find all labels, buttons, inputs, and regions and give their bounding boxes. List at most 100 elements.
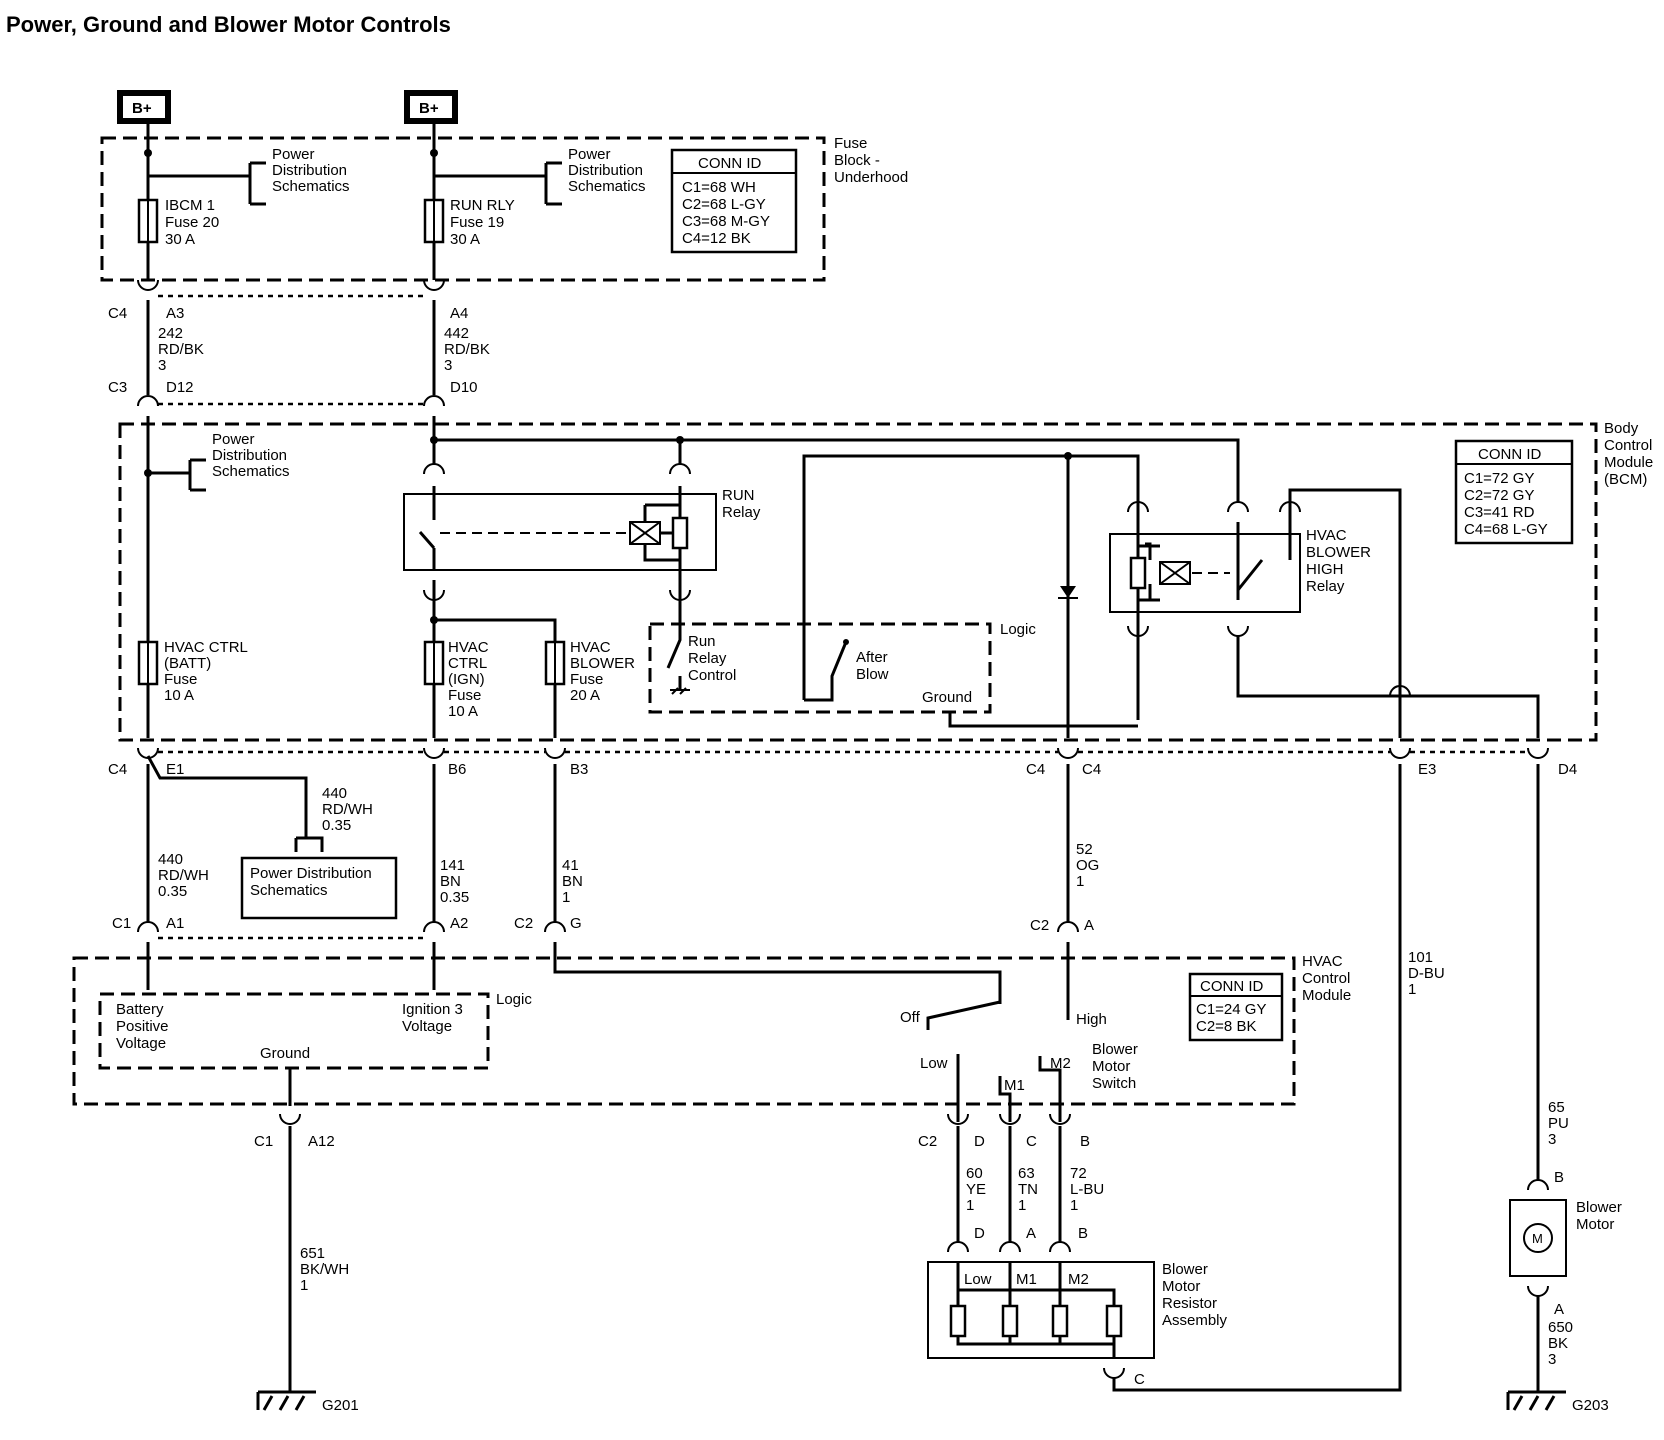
svg-text:HVAC: HVAC bbox=[1302, 953, 1343, 970]
svg-text:A3: A3 bbox=[166, 305, 184, 322]
svg-text:C4: C4 bbox=[108, 305, 127, 322]
svg-text:440: 440 bbox=[322, 785, 347, 802]
pds-label-3: Power bbox=[212, 431, 255, 448]
svg-text:Motor: Motor bbox=[1576, 1216, 1614, 1233]
svg-text:30 A: 30 A bbox=[450, 231, 480, 248]
svg-text:M1: M1 bbox=[1016, 1271, 1037, 1288]
svg-text:E1: E1 bbox=[166, 761, 184, 778]
svg-text:Relay: Relay bbox=[1306, 578, 1345, 595]
svg-text:A1: A1 bbox=[166, 915, 184, 932]
svg-text:BN: BN bbox=[440, 873, 461, 890]
svg-text:1: 1 bbox=[300, 1277, 308, 1294]
svg-text:HIGH: HIGH bbox=[1306, 561, 1344, 578]
svg-text:Fuse: Fuse bbox=[448, 687, 481, 704]
svg-text:C2: C2 bbox=[918, 1133, 937, 1150]
svg-text:B: B bbox=[1080, 1133, 1090, 1150]
svg-text:Battery: Battery bbox=[116, 1001, 164, 1018]
wire-651-label: 651 bbox=[300, 1245, 325, 1262]
svg-text:Relay: Relay bbox=[722, 504, 761, 521]
svg-text:Assembly: Assembly bbox=[1162, 1312, 1228, 1329]
svg-text:3: 3 bbox=[1548, 1131, 1556, 1148]
svg-text:HVAC: HVAC bbox=[570, 639, 611, 656]
battery-supply-left: B+ bbox=[117, 90, 171, 124]
svg-text:C: C bbox=[1026, 1133, 1037, 1150]
svg-text:0.35: 0.35 bbox=[440, 889, 469, 906]
svg-text:C4=68 L-GY: C4=68 L-GY bbox=[1464, 521, 1548, 538]
svg-text:10 A: 10 A bbox=[448, 703, 478, 720]
svg-text:M2: M2 bbox=[1068, 1271, 1089, 1288]
svg-text:Schematics: Schematics bbox=[250, 882, 328, 899]
wire-60-label: 60 bbox=[966, 1165, 983, 1182]
svg-text:C1=24 GY: C1=24 GY bbox=[1196, 1001, 1266, 1018]
svg-text:BK/WH: BK/WH bbox=[300, 1261, 349, 1278]
svg-text:1: 1 bbox=[1070, 1197, 1078, 1214]
svg-text:Fuse: Fuse bbox=[570, 671, 603, 688]
svg-text:C2: C2 bbox=[1030, 917, 1049, 934]
svg-text:Module: Module bbox=[1302, 987, 1351, 1004]
wire-242-label: 242 bbox=[158, 325, 183, 342]
svg-text:A: A bbox=[1084, 917, 1094, 934]
pds-box: Power Distribution Schematics bbox=[240, 856, 398, 920]
svg-text:Blow: Blow bbox=[856, 666, 889, 683]
run-relay: RUN Relay bbox=[403, 463, 761, 601]
svg-text:Body: Body bbox=[1604, 420, 1639, 437]
svg-text:Relay: Relay bbox=[688, 650, 727, 667]
svg-text:CTRL: CTRL bbox=[448, 655, 487, 672]
hvac-control-module: HVAC Control Module bbox=[72, 953, 1351, 1106]
svg-text:TN: TN bbox=[1018, 1181, 1038, 1198]
pds-label-1: Power bbox=[272, 146, 315, 163]
fuse-block-underhood: Fuse Block - Underhood CONN ID C1=68 WH … bbox=[100, 135, 908, 282]
svg-text:10 A: 10 A bbox=[164, 687, 194, 704]
svg-text:Control: Control bbox=[1302, 970, 1350, 987]
blower-motor-switch: Off High Low M1 M2 Blower Motor Switch bbox=[900, 1000, 1138, 1122]
diagram-title: Power, Ground and Blower Motor Controls bbox=[6, 12, 451, 37]
svg-text:C1=72 GY: C1=72 GY bbox=[1464, 470, 1534, 487]
svg-text:A2: A2 bbox=[450, 915, 468, 932]
svg-text:C2: C2 bbox=[514, 915, 533, 932]
svg-text:PU: PU bbox=[1548, 1115, 1569, 1132]
svg-text:Schematics: Schematics bbox=[568, 178, 646, 195]
svg-text:RD/BK: RD/BK bbox=[158, 341, 204, 358]
svg-text:C4: C4 bbox=[108, 761, 127, 778]
svg-text:C1: C1 bbox=[254, 1133, 273, 1150]
svg-text:M1: M1 bbox=[1004, 1077, 1025, 1094]
svg-text:D-BU: D-BU bbox=[1408, 965, 1445, 982]
svg-text:C3: C3 bbox=[108, 379, 127, 396]
svg-text:CONN ID: CONN ID bbox=[1478, 446, 1542, 463]
svg-text:BK: BK bbox=[1548, 1335, 1568, 1352]
svg-text:C1: C1 bbox=[112, 915, 131, 932]
svg-text:Positive: Positive bbox=[116, 1018, 169, 1035]
wire-440-label: 440 bbox=[158, 851, 183, 868]
svg-text:M: M bbox=[1532, 1231, 1543, 1246]
svg-text:BLOWER: BLOWER bbox=[570, 655, 635, 672]
svg-text:A12: A12 bbox=[308, 1133, 335, 1150]
hvac-conn-id-table: CONN ID C1=24 GY C2=8 BK bbox=[1188, 972, 1284, 1042]
svg-text:Distribution: Distribution bbox=[568, 162, 643, 179]
svg-text:HVAC CTRL: HVAC CTRL bbox=[164, 639, 248, 656]
ground-g203: G203 bbox=[1506, 1390, 1609, 1414]
svg-text:G: G bbox=[570, 915, 582, 932]
svg-text:G203: G203 bbox=[1572, 1397, 1609, 1414]
svg-text:CONN ID: CONN ID bbox=[698, 155, 762, 172]
svg-text:High: High bbox=[1076, 1011, 1107, 1028]
ground-g201: G201 bbox=[256, 1390, 359, 1414]
fuse-block-conn-id-table: CONN ID C1=68 WH C2=68 L-GY C3=68 M-GY C… bbox=[670, 148, 798, 254]
svg-text:CONN ID: CONN ID bbox=[1200, 978, 1264, 995]
svg-text:Logic: Logic bbox=[1000, 621, 1036, 638]
svg-text:IBCM 1: IBCM 1 bbox=[165, 197, 215, 214]
svg-text:1: 1 bbox=[1018, 1197, 1026, 1214]
svg-text:RUN: RUN bbox=[722, 487, 755, 504]
svg-text:Blower: Blower bbox=[1092, 1041, 1138, 1058]
svg-text:3: 3 bbox=[158, 357, 166, 374]
svg-text:C4=12 BK: C4=12 BK bbox=[682, 230, 751, 247]
svg-text:D: D bbox=[974, 1133, 985, 1150]
svg-text:C4: C4 bbox=[1082, 761, 1101, 778]
svg-text:C2=68 L-GY: C2=68 L-GY bbox=[682, 196, 766, 213]
svg-text:Blower: Blower bbox=[1576, 1199, 1622, 1216]
svg-text:Schematics: Schematics bbox=[212, 463, 290, 480]
svg-text:(IGN): (IGN) bbox=[448, 671, 485, 688]
svg-text:BLOWER: BLOWER bbox=[1306, 544, 1371, 561]
svg-text:Control: Control bbox=[1604, 437, 1652, 454]
svg-text:Schematics: Schematics bbox=[272, 178, 350, 195]
